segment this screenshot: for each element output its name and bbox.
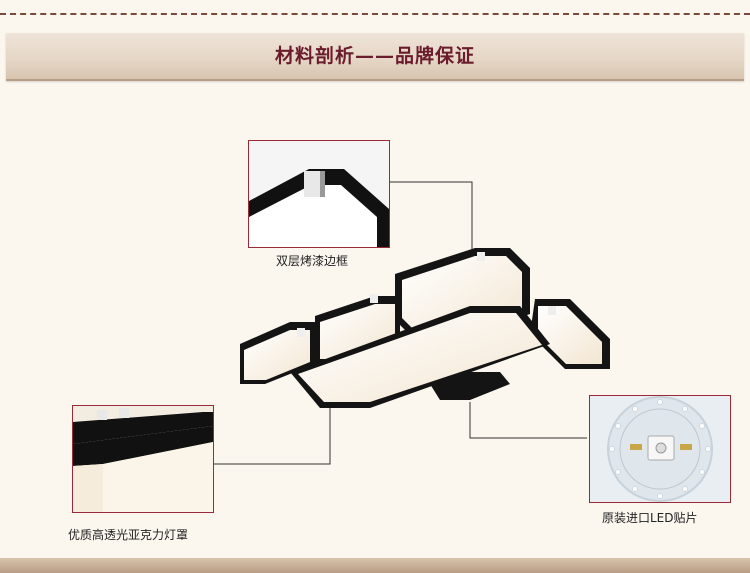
led-chip-detail-image (589, 395, 731, 503)
top-dashed-divider (0, 13, 750, 15)
acrylic-shade-caption: 优质高透光亚克力灯罩 (68, 528, 189, 542)
frame-caption: 双层烤漆边框 (276, 254, 349, 268)
bottom-decorative-bar (0, 558, 750, 573)
section-title: 材料剖析——品牌保证 (274, 45, 475, 67)
frame-detail-image (248, 140, 390, 248)
acrylic-shade-detail-image (72, 405, 214, 513)
led-chip-caption: 原装进口LED贴片 (602, 511, 698, 525)
ceiling-lamp-illustration (240, 248, 610, 408)
section-banner: 材料剖析——品牌保证 (6, 33, 744, 81)
